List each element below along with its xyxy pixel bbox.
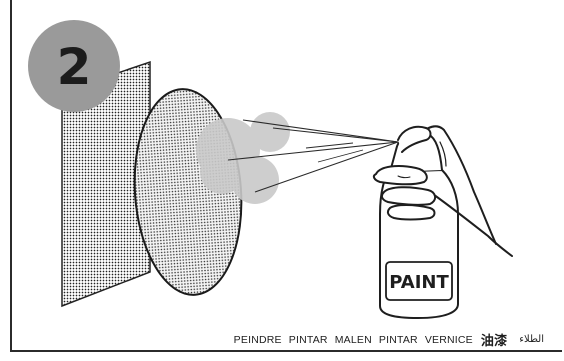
- frame-bottom-border: [10, 350, 562, 352]
- label-spanish: PINTAR: [288, 333, 328, 346]
- spray-lines: [227, 119, 399, 193]
- hand-holding-spray-can-icon: PAINT: [372, 125, 513, 319]
- label-portuguese: PINTAR: [378, 333, 418, 346]
- label-german: MALEN: [334, 333, 372, 346]
- label-french: PEINDRE: [233, 333, 282, 346]
- step-number-badge: 2: [28, 20, 120, 112]
- multilingual-labels: PEINDRE PINTAR MALEN PINTAR VERNICE 油漆 ا…: [0, 330, 564, 349]
- label-italian: VERNICE: [424, 333, 473, 346]
- label-arabic: الطلاء: [519, 334, 544, 345]
- spray-mist-icon: [196, 112, 290, 204]
- label-chinese: 油漆: [480, 333, 508, 348]
- paint-can-label: PAINT: [389, 272, 449, 293]
- dotted-panel-icon: [61, 60, 151, 308]
- step-number: 2: [56, 38, 92, 96]
- frame-left-border: [10, 0, 12, 352]
